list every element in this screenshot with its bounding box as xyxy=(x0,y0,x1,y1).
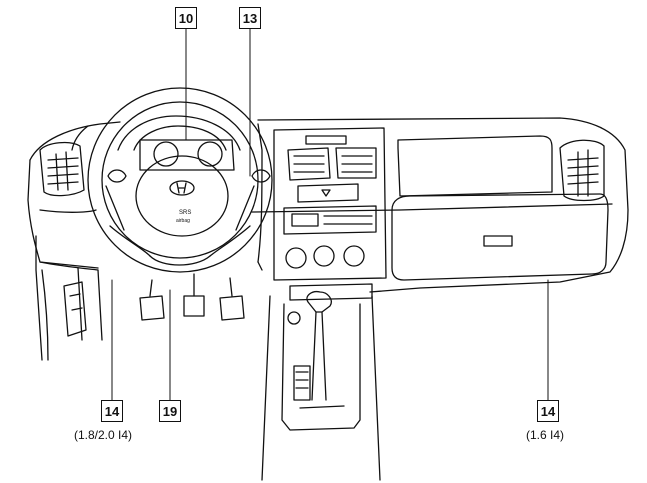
engine-note-left: (1.8/2.0 I4) xyxy=(74,428,133,442)
callout-13: 13 xyxy=(239,7,261,29)
leader-lines xyxy=(111,28,549,401)
instrument-cluster xyxy=(107,139,271,183)
callout-10: 10 xyxy=(175,7,197,29)
airbag-text-airbag: airbag xyxy=(176,218,190,224)
callout-14-left: 14 xyxy=(101,400,123,422)
hyundai-logo xyxy=(169,180,195,196)
callout-14-right: 14 xyxy=(537,400,559,422)
gear-shifter xyxy=(261,290,381,481)
callout-19: 19 xyxy=(159,400,181,422)
left-air-vent xyxy=(39,141,85,197)
airbag-text-srs: SRS xyxy=(179,210,191,216)
engine-note-right: (1.6 I4) xyxy=(526,428,565,442)
steering-wheel xyxy=(87,87,273,273)
center-console xyxy=(273,127,387,301)
pedals xyxy=(139,273,245,321)
side-kick-panel xyxy=(63,281,87,337)
dashboard-body xyxy=(27,117,629,361)
glove-box xyxy=(391,135,609,281)
right-air-vent xyxy=(559,139,605,202)
